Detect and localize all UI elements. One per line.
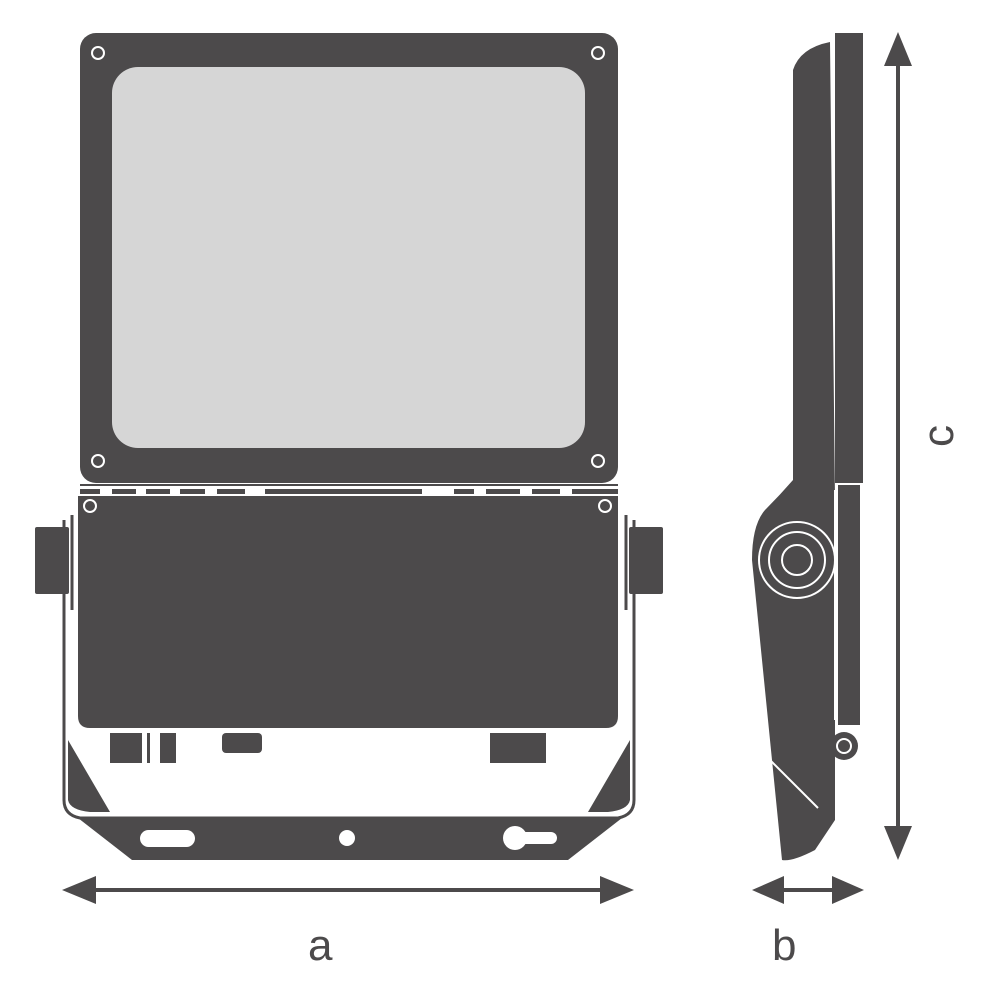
- dimension-b-label: b: [772, 921, 797, 970]
- dimension-b-arrow: [752, 876, 864, 904]
- side-housing-body: [752, 42, 835, 861]
- dimension-c-arrow: [884, 32, 912, 860]
- dimension-a-label: a: [308, 921, 333, 970]
- bracket-corner-right: [588, 740, 630, 812]
- screw-icon: [591, 46, 605, 60]
- screw-icon: [91, 454, 105, 468]
- clip: [222, 733, 262, 753]
- hinge-right: [490, 733, 530, 763]
- dimension-c-label: c: [914, 425, 963, 447]
- center-hole: [339, 830, 355, 846]
- front-view: [35, 33, 663, 860]
- bracket-corner-left: [68, 740, 110, 812]
- side-bracket-rail: [838, 485, 860, 725]
- hinge-right-tab: [530, 733, 546, 763]
- tilt-knob-ring: [768, 531, 826, 589]
- side-knob-right: [629, 527, 663, 594]
- slot-hole: [140, 830, 195, 847]
- vent-strip: [80, 484, 618, 494]
- hinge-gap: [142, 733, 147, 763]
- driver-housing: [78, 496, 618, 728]
- side-bracket-pivot: [830, 732, 858, 760]
- screw-icon: [591, 454, 605, 468]
- dimension-a-arrow: [62, 876, 634, 904]
- side-housing-front: [835, 33, 863, 483]
- screw-icon: [83, 499, 97, 513]
- screw-icon: [598, 499, 612, 513]
- lens: [112, 67, 585, 448]
- tilt-knob-center: [781, 544, 813, 576]
- pivot-hole-icon: [836, 738, 852, 754]
- side-view: [752, 33, 863, 861]
- screw-icon: [91, 46, 105, 60]
- side-knob-left: [35, 527, 69, 594]
- hinge-left-tab: [160, 733, 176, 763]
- side-edge-line: [769, 759, 819, 809]
- keyhole-slot: [515, 832, 557, 844]
